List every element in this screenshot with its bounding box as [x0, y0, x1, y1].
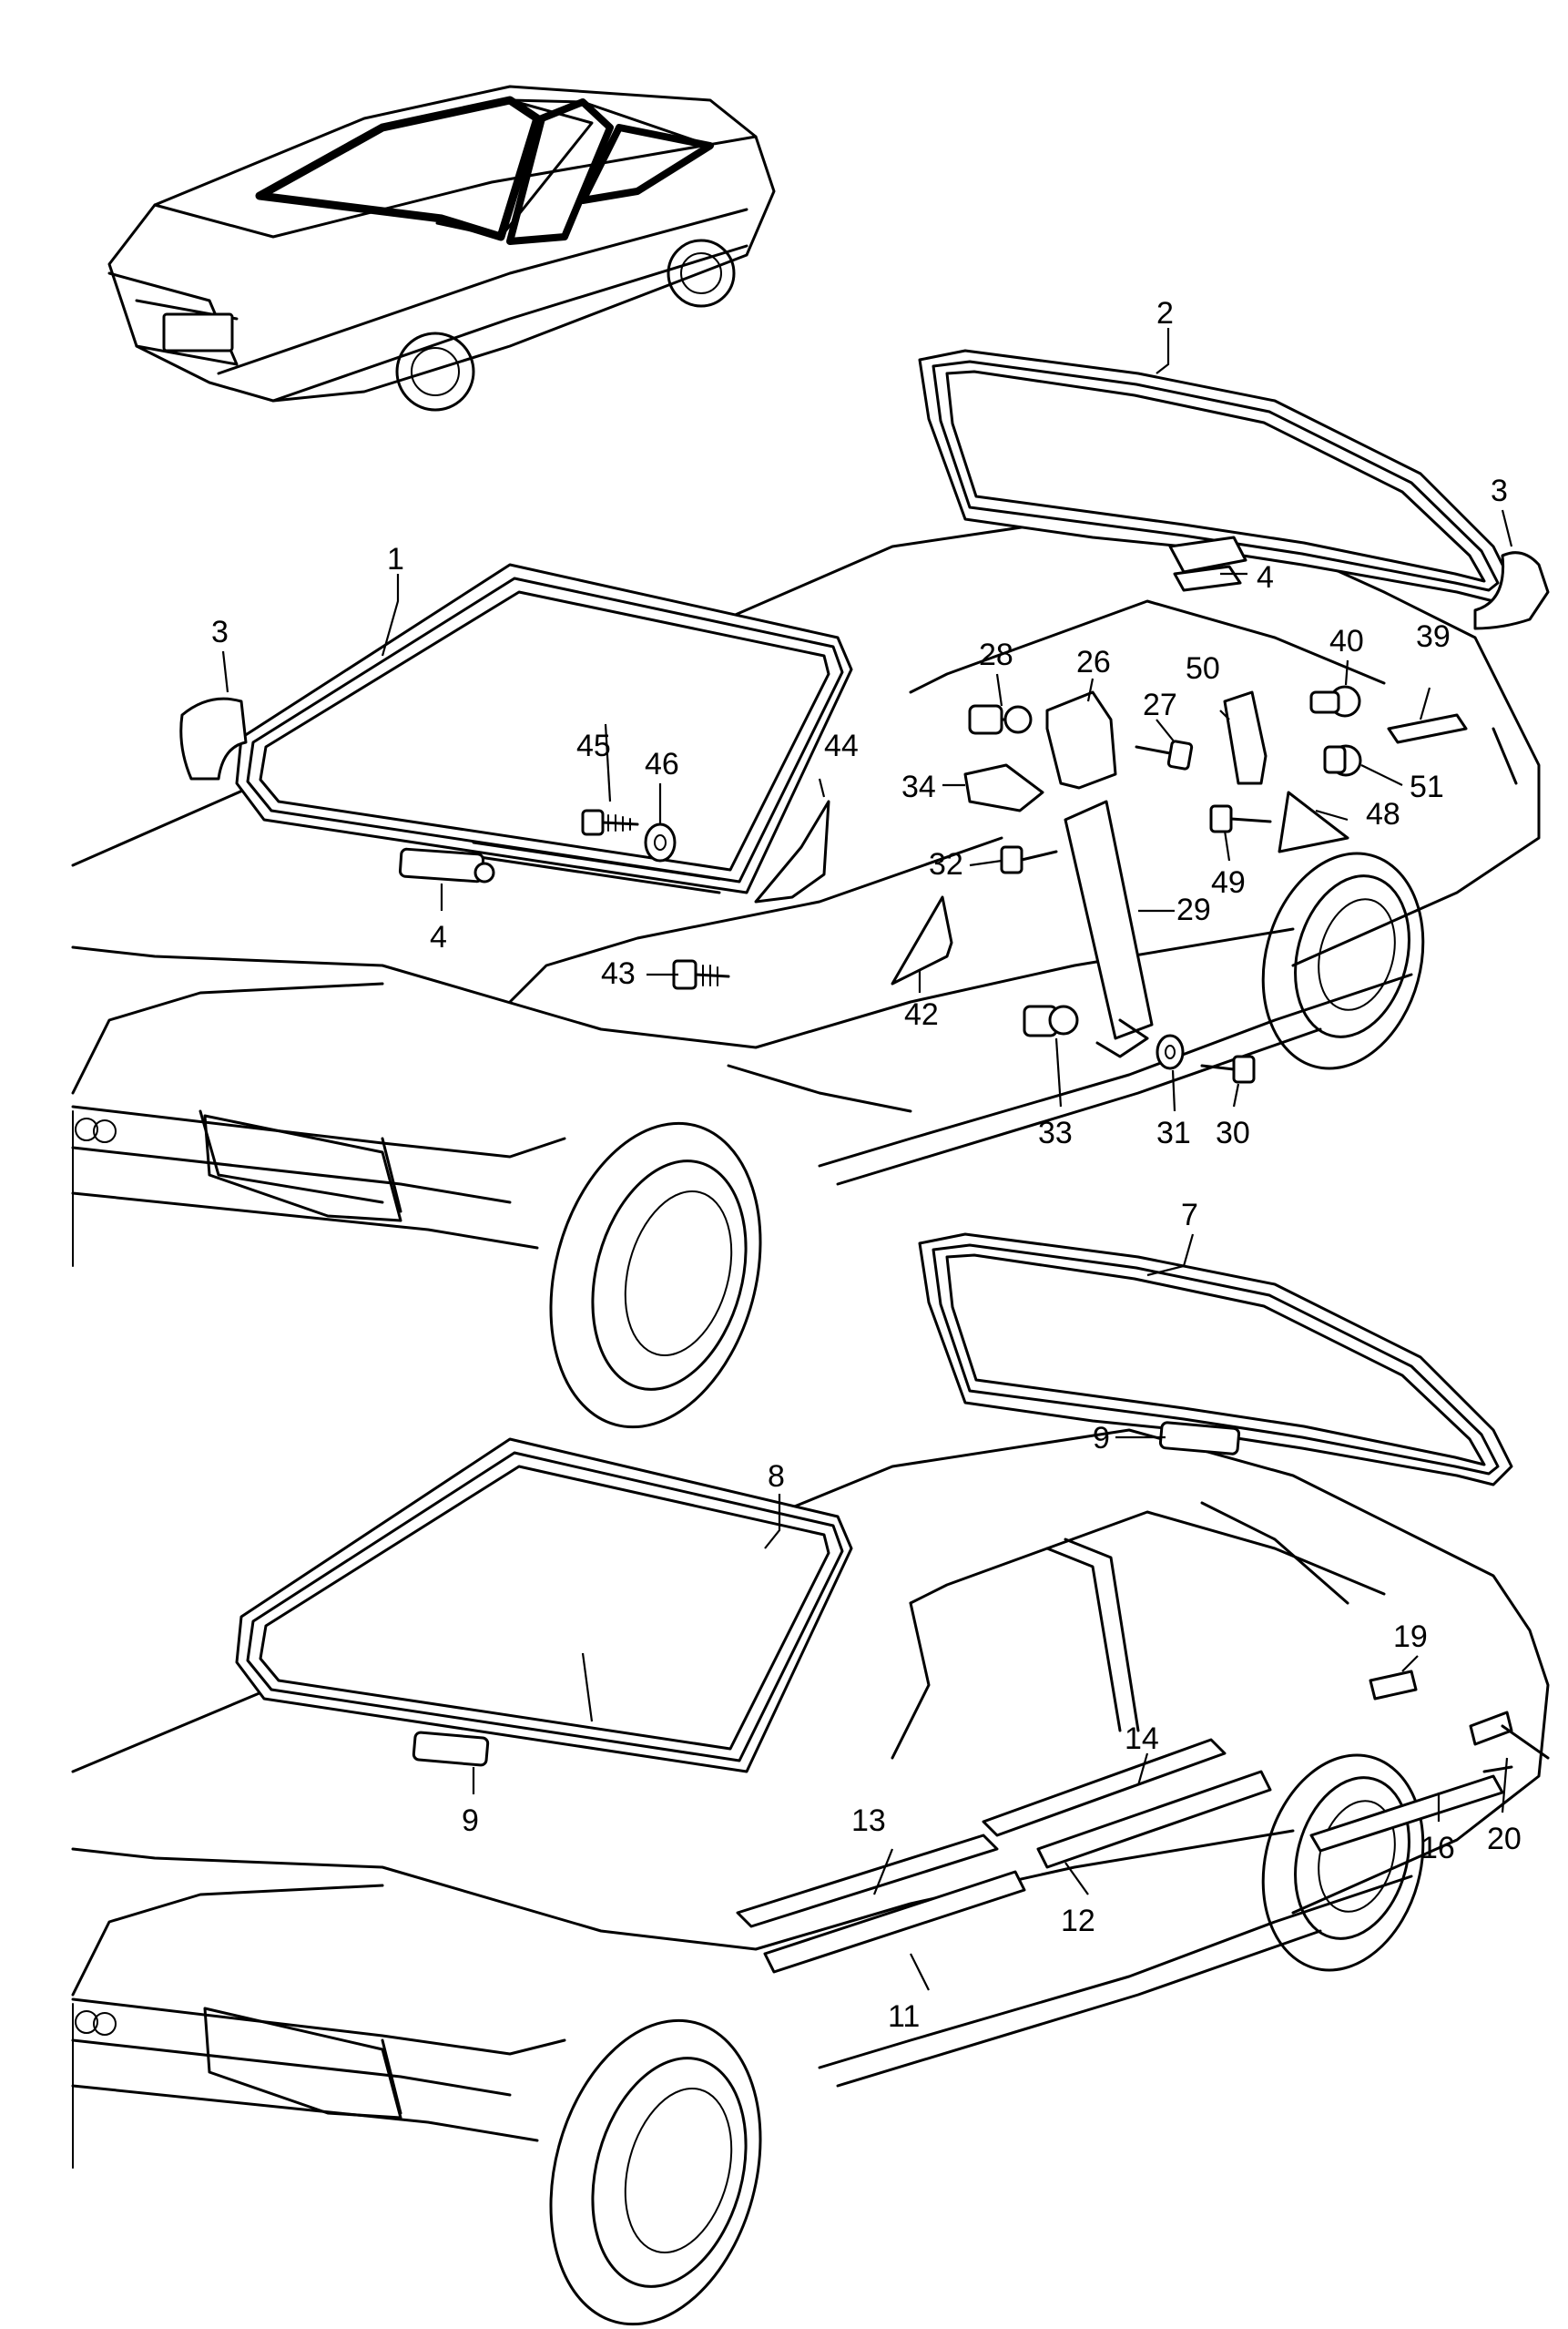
screw-49: [1209, 804, 1272, 833]
clip-28: [968, 704, 1033, 735]
strip-50: [1223, 690, 1268, 785]
corner-cap-left: [179, 697, 248, 781]
callout-26: 26: [1076, 645, 1111, 679]
upper-fasteners: [581, 685, 1468, 1084]
clip-9-front: [412, 1731, 490, 1767]
clip-19: [1369, 1670, 1418, 1701]
callout-33: 33: [1038, 1116, 1073, 1150]
triangle-trim-42: [891, 895, 953, 986]
callout-48: 48: [1366, 797, 1400, 832]
callout-43: 43: [601, 956, 636, 991]
bracket-34: [963, 763, 1044, 812]
callout-42: 42: [904, 997, 939, 1032]
callout-40: 40: [1329, 624, 1364, 659]
callout-30: 30: [1216, 1116, 1250, 1150]
stud-20: [1469, 1711, 1550, 1760]
callout-39: 39: [1416, 619, 1451, 654]
trim-14: [982, 1738, 1227, 1837]
callout-51: 51: [1410, 770, 1444, 804]
windscreen-seal-upper: [235, 563, 853, 894]
trim-12: [1036, 1770, 1272, 1869]
callout-12: 12: [1061, 1904, 1095, 1938]
screw-43: [672, 959, 730, 990]
callout-28: 28: [979, 638, 1013, 672]
triangle-trim-48: [1278, 791, 1349, 853]
callout-45: 45: [576, 729, 611, 763]
callout-50: 50: [1186, 651, 1220, 686]
callout-29: 29: [1176, 893, 1211, 927]
lower-car-body: [71, 1428, 1550, 2326]
reference-car-thumbnail: [107, 85, 776, 412]
screw-32: [1000, 845, 1058, 874]
callout-31: 31: [1156, 1116, 1191, 1150]
callout-32: 32: [929, 847, 963, 882]
pad-39: [1387, 713, 1468, 744]
bracket-26: [1045, 690, 1117, 790]
callout-8: 8: [768, 1459, 785, 1494]
trim-11: [763, 1870, 1026, 1974]
callout-19: 19: [1393, 1619, 1428, 1654]
callout-27: 27: [1143, 688, 1177, 722]
callout-2: 2: [1156, 296, 1174, 331]
clip-33: [1023, 1005, 1079, 1037]
trim-16: [1309, 1774, 1504, 1853]
callout-13: 13: [851, 1803, 886, 1838]
screw-30: [1200, 1055, 1256, 1084]
callout-49: 49: [1211, 865, 1246, 900]
pillar-trim-44: [754, 800, 830, 904]
callout-7: 7: [1181, 1198, 1198, 1232]
windscreen-seal-lower: [235, 1437, 853, 1773]
door-trims-lower: [736, 1670, 1550, 1974]
callout-34: 34: [901, 770, 936, 804]
callout-16: 16: [1420, 1831, 1455, 1865]
clip-9-rear: [1158, 1421, 1241, 1456]
callout-9-front: 9: [462, 1803, 479, 1838]
screw-27: [1135, 740, 1194, 771]
leader-lines: [221, 328, 1513, 1991]
callout-9-rear: 9: [1093, 1421, 1110, 1456]
callout-11: 11: [888, 1999, 920, 2034]
windscreen-clip: [398, 847, 495, 884]
callout-44: 44: [824, 729, 859, 763]
clip-51: [1323, 744, 1362, 777]
clip-40: [1309, 685, 1361, 718]
callout-20: 20: [1487, 1822, 1522, 1856]
callout-46: 46: [645, 747, 679, 781]
washer-31: [1156, 1034, 1185, 1070]
screw-45: [581, 809, 639, 836]
callout-4-front: 4: [430, 920, 447, 955]
callout-3-right: 3: [1491, 474, 1508, 508]
pillar-strip-29: [1064, 800, 1154, 1040]
washer-46: [644, 822, 677, 863]
callouts: 1 2 3 3 4 4 7 8 9 9 11 12 13 14 16 19 20…: [211, 296, 1522, 2034]
corner-cap-right: [1473, 551, 1550, 630]
callout-4-rear: 4: [1257, 560, 1274, 595]
callout-3-left: 3: [211, 615, 229, 649]
callout-1: 1: [387, 542, 404, 577]
rear-window-clip: [1168, 536, 1247, 592]
trim-13: [736, 1834, 999, 1928]
callout-14: 14: [1125, 1721, 1159, 1756]
